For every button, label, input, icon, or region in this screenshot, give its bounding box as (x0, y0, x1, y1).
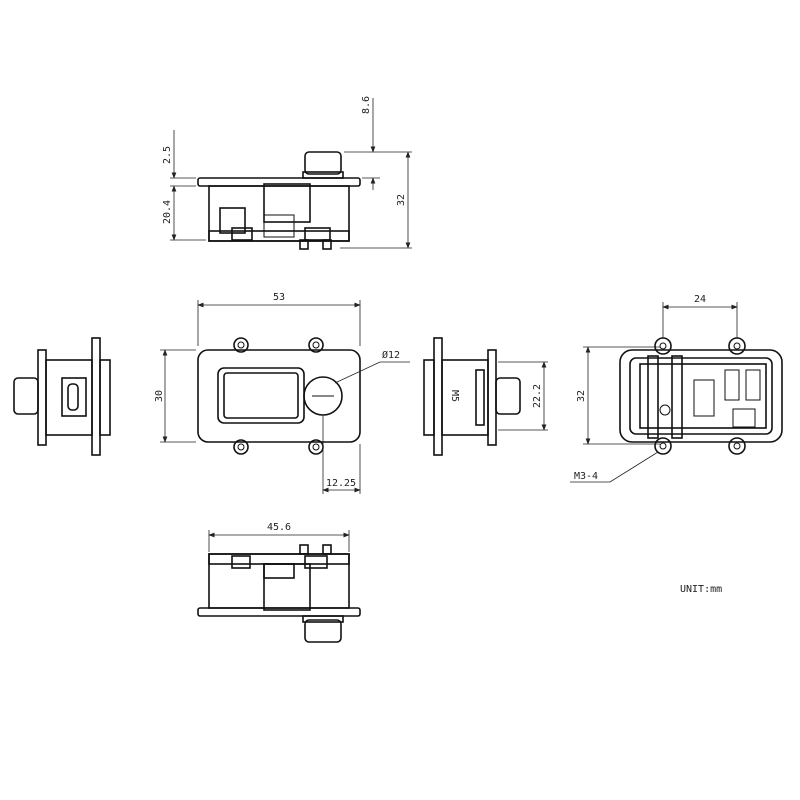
dim-total-height: 32 (396, 194, 407, 206)
side-marking: M5 (449, 390, 460, 402)
dim-flange: 2.5 (162, 146, 173, 164)
dim-body-depth: 20.4 (162, 200, 173, 224)
dim-bottom-width: 45.6 (267, 522, 291, 533)
dim-height: 30 (154, 390, 165, 402)
dim-screw: M3-4 (574, 471, 598, 482)
unit-label: UNIT:mm (680, 584, 722, 595)
top-view: 2.5 20.4 8.6 32 (162, 96, 412, 250)
bottom-view: 45.6 (197, 522, 361, 643)
dim-back-height: 32 (576, 390, 587, 402)
front-view: 53 30 Ø12 12.25 (154, 292, 410, 494)
left-side-view (13, 337, 111, 456)
dim-width: 53 (273, 292, 285, 303)
dim-knob-diameter: Ø12 (382, 349, 400, 361)
dim-knob-offset: 12.25 (326, 478, 356, 489)
back-view: 24 32 M3-4 (570, 294, 783, 483)
right-side-view: M5 22.2 (423, 337, 548, 456)
dim-hole-spacing: 24 (694, 294, 706, 305)
dim-knob-height: 8.6 (361, 96, 372, 114)
dim-body-height: 22.2 (532, 384, 543, 408)
